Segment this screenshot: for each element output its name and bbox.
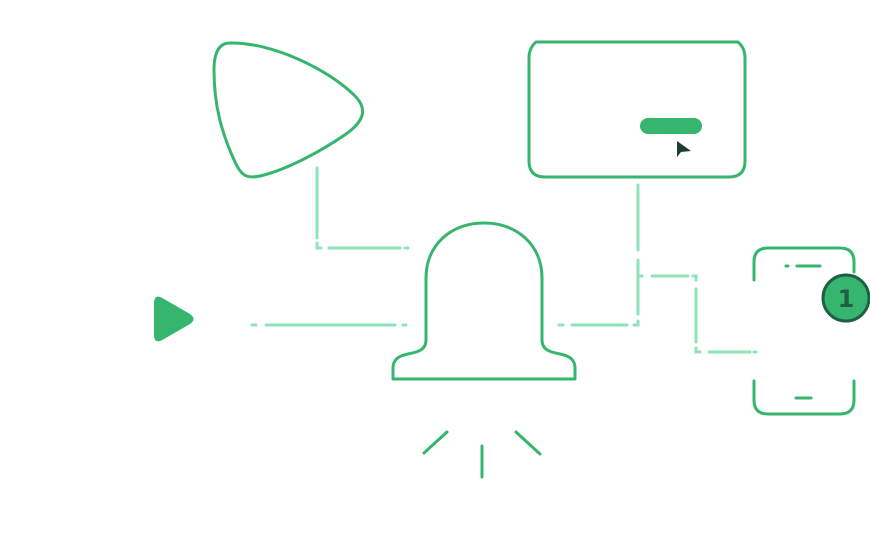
phone-bottom-frame — [752, 379, 856, 416]
connector-shield-to-bell — [315, 166, 410, 250]
badge-circle — [821, 273, 870, 323]
browser-button[interactable] — [640, 118, 702, 134]
connector-bell-to-phone — [636, 274, 758, 354]
shield-icon — [212, 41, 365, 179]
bell-ray-right — [514, 430, 542, 456]
bell-ray-left — [422, 430, 449, 455]
cursor-icon — [677, 141, 691, 157]
play-icon — [154, 296, 194, 342]
browser-window-icon — [527, 40, 747, 179]
connectors — [250, 166, 758, 354]
bell-body — [391, 221, 577, 381]
browser-frame — [527, 40, 747, 179]
notification-badge: 1 — [821, 273, 870, 323]
bell-icon — [391, 221, 577, 479]
phone-icon — [752, 246, 856, 416]
connector-bell-to-browser — [557, 183, 640, 327]
phone-top-frame — [752, 246, 856, 282]
badge-count: 1 — [838, 285, 855, 313]
